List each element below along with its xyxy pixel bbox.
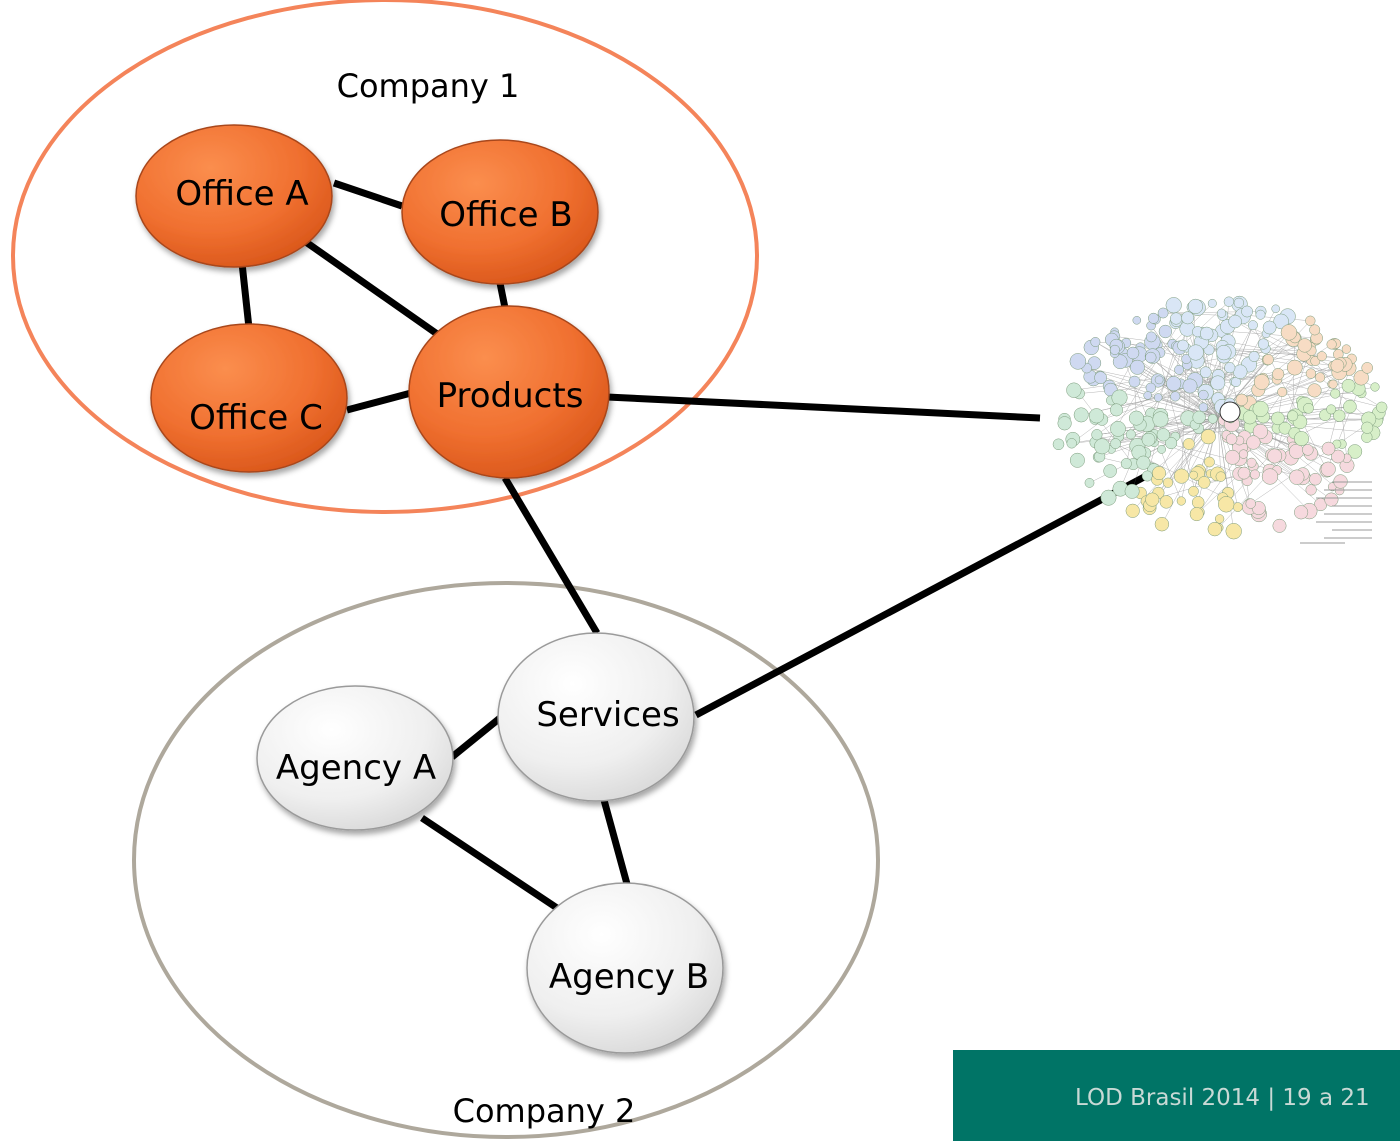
node-label-office-b: Office B <box>439 195 572 235</box>
company1-label: Company 1 <box>337 67 520 105</box>
node-label-services: Services <box>536 695 679 735</box>
node-services[interactable]: Services <box>497 632 695 802</box>
edges <box>238 179 1148 913</box>
node-label-agency-b: Agency B <box>549 957 709 997</box>
edge-services-agency-b <box>600 799 631 885</box>
node-label-agency-a: Agency A <box>276 748 436 788</box>
edge-products-lod-cloud <box>606 393 1041 422</box>
edge-office-a-office-b <box>332 179 404 210</box>
edge-office-a-office-c <box>238 262 253 329</box>
node-office-c[interactable]: Office C <box>150 323 348 473</box>
node-office-b[interactable]: Office B <box>401 139 599 285</box>
footer-text: LOD Brasil 2014 | 19 a 21 <box>1075 1085 1370 1111</box>
edge-services-agency-a <box>449 715 503 760</box>
edge-office-a-products <box>300 237 443 339</box>
edge-agency-a-agency-b <box>420 815 562 913</box>
node-products[interactable]: Products <box>408 305 610 479</box>
node-label-office-c: Office C <box>189 398 323 438</box>
edge-office-c-products <box>346 389 412 414</box>
edge-services-lod-cloud <box>694 472 1148 719</box>
footer-bar: LOD Brasil 2014 | 19 a 21 <box>953 1050 1400 1141</box>
node-label-office-a: Office A <box>175 174 308 214</box>
node-office-a[interactable]: Office A <box>135 124 333 268</box>
node-agency-b[interactable]: Agency B <box>526 882 724 1054</box>
node-agency-a[interactable]: Agency A <box>256 685 454 831</box>
company2-boundary <box>132 581 880 1139</box>
lod-cloud-image <box>1052 295 1388 544</box>
company1-boundary <box>11 0 759 514</box>
company2-label: Company 2 <box>453 1092 636 1130</box>
edge-products-services <box>501 476 601 635</box>
node-label-products: Products <box>437 376 584 416</box>
